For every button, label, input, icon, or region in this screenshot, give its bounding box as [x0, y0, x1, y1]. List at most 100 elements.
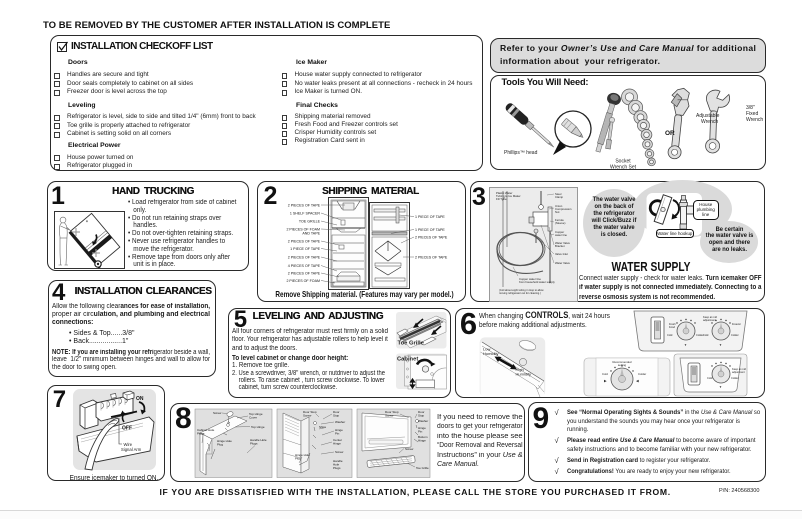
svg-text:Cold: Cold	[602, 372, 608, 376]
svg-text:Colder: Colder	[638, 372, 646, 376]
svg-text:Washer: Washer	[418, 419, 428, 423]
svg-text:Socket: Socket	[615, 158, 631, 164]
svg-text:Steel: Steel	[555, 192, 562, 196]
svg-text:▼: ▼	[684, 343, 687, 347]
svg-text:Fill Tube: Fill Tube	[496, 197, 507, 201]
svg-text:Hinge: Hinge	[418, 426, 426, 430]
svg-text:2 PIECES OF TAPE: 2 PIECES OF TAPE	[287, 256, 320, 260]
svg-text:Freezer: Freezer	[732, 322, 741, 326]
svg-text:Door Stop: Door Stop	[385, 410, 399, 414]
svg-text:Valve Inlet: Valve Inlet	[555, 252, 568, 256]
svg-text:Hinge: Hinge	[335, 428, 343, 432]
svg-text:Screw: Screw	[405, 447, 414, 451]
svg-text:2 PIECES OF FOAM: 2 PIECES OF FOAM	[286, 228, 320, 232]
svg-text:AND TAPE: AND TAPE	[302, 232, 320, 236]
svg-text:Wire: Wire	[124, 442, 133, 447]
svg-text:2 PIECES OF FOAM: 2 PIECES OF FOAM	[286, 279, 320, 283]
svg-text:adjustment: adjustment	[703, 318, 716, 322]
svg-text:Handle: Handle	[333, 459, 343, 463]
svg-text:Cabinet Hole: Cabinet Hole	[197, 428, 215, 432]
svg-text:Nut: Nut	[555, 210, 560, 214]
svg-text:High: High	[516, 367, 524, 372]
svg-text:Clamp: Clamp	[555, 195, 564, 199]
svg-text:Wrench: Wrench	[701, 119, 718, 125]
svg-text:Hinge Hole: Hinge Hole	[217, 439, 232, 443]
svg-text:Plugs: Plugs	[333, 466, 341, 470]
svg-text:Humidity: Humidity	[516, 372, 532, 377]
svg-text:2 PIECES OF TAPE: 2 PIECES OF TAPE	[287, 204, 320, 208]
svg-text:Shim: Shim	[319, 425, 326, 429]
svg-text:Plug: Plug	[295, 456, 301, 460]
svg-text:Colder: Colder	[731, 333, 739, 337]
svg-text:Union: Union	[555, 204, 563, 208]
svg-text:Tubing to Ice Maker: Tubing to Ice Maker	[496, 194, 521, 198]
svg-text:▶: ▶	[604, 379, 608, 383]
svg-text:Water Valve: Water Valve	[555, 241, 570, 245]
svg-text:▼: ▼	[719, 343, 722, 347]
svg-text:Fresh: Fresh	[669, 322, 676, 326]
svg-text:Pin: Pin	[418, 429, 423, 433]
svg-text:Top Hinge: Top Hinge	[251, 425, 265, 429]
svg-text:Phillips™ head: Phillips™ head	[504, 150, 538, 156]
svg-text:from household water supply: from household water supply	[519, 280, 555, 284]
svg-text:Cabinet: Cabinet	[397, 357, 418, 363]
svg-text:2 PIECES OF TAPE: 2 PIECES OF TAPE	[415, 256, 448, 260]
svg-text:TOE GRILLE: TOE GRILLE	[298, 220, 320, 224]
svg-text:2 PIECES OF TAPE: 2 PIECES OF TAPE	[287, 240, 320, 244]
svg-text:Door: Door	[333, 410, 340, 414]
svg-text:▼: ▼	[719, 385, 722, 389]
svg-text:Washer: Washer	[335, 420, 345, 424]
svg-text:Recommended: Recommended	[613, 360, 632, 364]
svg-text:Humidity: Humidity	[483, 351, 499, 356]
svg-text:Plug: Plug	[217, 442, 223, 446]
svg-text:Low: Low	[483, 347, 490, 352]
svg-text:Copper: Copper	[555, 230, 564, 234]
svg-text:Copper water line: Copper water line	[519, 277, 541, 281]
svg-text:Screw: Screw	[303, 413, 312, 417]
svg-text:Plugs: Plugs	[197, 431, 205, 435]
svg-text:Food: Food	[669, 325, 675, 329]
svg-text:Keep at mid: Keep at mid	[732, 367, 746, 371]
svg-text:◀: ◀	[636, 379, 640, 383]
svg-text:Cold: Cold	[667, 333, 673, 337]
svg-text:Wrench: Wrench	[746, 117, 763, 123]
svg-text:Fixed: Fixed	[746, 111, 758, 117]
svg-text:Stop: Stop	[333, 413, 340, 417]
svg-text:1 SHELF SPACER: 1 SHELF SPACER	[289, 212, 319, 216]
svg-text:(Sleeve): (Sleeve)	[555, 221, 565, 225]
svg-text:1 PIECE OF TAPE: 1 PIECE OF TAPE	[290, 247, 320, 251]
svg-text:adjustment: adjustment	[732, 370, 745, 374]
svg-text:Screw: Screw	[213, 411, 222, 415]
svg-text:Screw: Screw	[335, 450, 344, 454]
svg-text:2 PIECES OF TAPE: 2 PIECES OF TAPE	[415, 236, 448, 240]
svg-text:setting: setting	[618, 363, 627, 367]
svg-text:1 PIECE OF TAPE: 1 PIECE OF TAPE	[415, 215, 445, 219]
svg-text:Center: Center	[333, 438, 342, 442]
svg-text:2 PIECES OF TAPE: 2 PIECES OF TAPE	[287, 272, 320, 276]
svg-text:Plastic Water: Plastic Water	[496, 191, 512, 195]
svg-text:Handle Hole: Handle Hole	[250, 438, 267, 442]
svg-text:OR: OR	[665, 130, 675, 137]
svg-text:Plugs: Plugs	[250, 441, 258, 445]
svg-text:Toe Grille: Toe Grille	[398, 341, 425, 347]
svg-text:Bracket: Bracket	[555, 244, 565, 248]
svg-text:1 PIECE OF TAPE: 1 PIECE OF TAPE	[415, 228, 445, 232]
svg-text:moving refrigerator out for cl: moving refrigerator out for cleaning.)	[499, 291, 541, 295]
svg-text:Bottom: Bottom	[418, 435, 428, 439]
svg-text:Hinge: Hinge	[418, 438, 426, 442]
svg-text:Water Valve: Water Valve	[555, 261, 570, 265]
svg-text:Door Stop: Door Stop	[303, 410, 317, 414]
svg-text:Cover: Cover	[249, 415, 257, 419]
svg-text:Screw: Screw	[385, 413, 394, 417]
svg-text:Colder: Colder	[731, 376, 739, 380]
svg-text:Adjustable: Adjustable	[696, 113, 720, 119]
svg-text:Stop: Stop	[418, 413, 425, 417]
svg-text:Hole: Hole	[333, 462, 340, 466]
svg-text:Pin: Pin	[335, 431, 340, 435]
svg-text:Signal Arm: Signal Arm	[121, 447, 142, 452]
svg-text:Keep at mid: Keep at mid	[703, 315, 717, 319]
svg-text:Ferrule: Ferrule	[555, 218, 564, 222]
svg-text:Top Hinge: Top Hinge	[249, 412, 263, 416]
svg-text:OFF: OFF	[122, 426, 132, 432]
svg-text:Cold: Cold	[703, 333, 709, 337]
